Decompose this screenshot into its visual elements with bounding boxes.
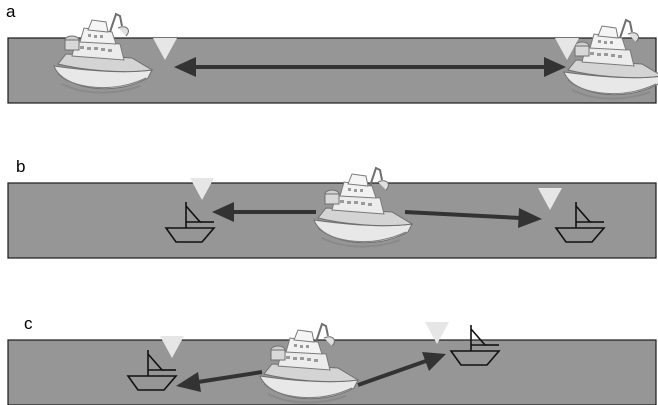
panel-label-c: c (24, 314, 33, 333)
arrow-b (212, 202, 542, 228)
panel-label-b: b (16, 157, 26, 176)
arrow-a (174, 57, 566, 77)
panel-label-a: a (6, 2, 16, 21)
arrow-c (176, 352, 446, 392)
